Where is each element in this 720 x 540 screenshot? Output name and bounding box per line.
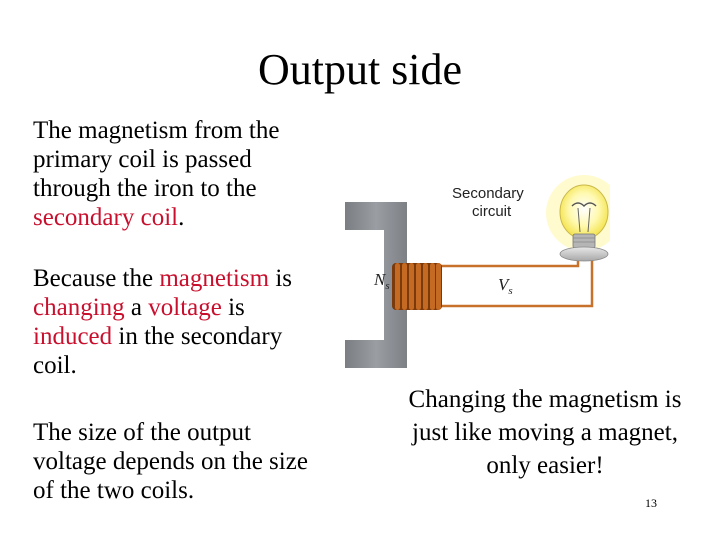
p1-highlight-secondary-coil: secondary coil xyxy=(33,204,179,231)
p2-text-2: is xyxy=(269,265,292,292)
p2-highlight-changing: changing xyxy=(33,294,125,321)
secondary-voltage-label: Vs xyxy=(498,275,513,297)
p2-highlight-voltage: voltage xyxy=(148,294,222,321)
paragraph-induced-voltage: Because the magnetism is changing a volt… xyxy=(33,264,323,380)
circuit-label-line2: circuit xyxy=(472,203,512,220)
secondary-coil xyxy=(392,263,442,310)
circuit-wire-return xyxy=(440,250,594,308)
paragraph-output-size: The size of the output voltage depends o… xyxy=(33,419,308,504)
p2-highlight-magnetism: magnetism xyxy=(159,265,270,292)
p1-period: . xyxy=(178,204,185,231)
light-bulb-icon xyxy=(546,175,610,262)
caption-easier: Changing the magnetism is just like movi… xyxy=(408,386,682,479)
p2-text-5: in the secondary coil. xyxy=(33,323,283,379)
p2-text-1: Because the xyxy=(33,265,160,292)
coil-turns-label: Ns xyxy=(373,270,390,292)
paragraph-primary-to-secondary: The magnetism from the primary coil is p… xyxy=(33,116,323,232)
slide-number: 13 xyxy=(645,496,657,510)
p2-highlight-induced: induced xyxy=(33,323,113,350)
circuit-wire xyxy=(440,250,580,268)
slide-title: Output side xyxy=(257,45,463,94)
circuit-label-line1: Secondary xyxy=(452,185,524,202)
transformer-secondary-diagram: Secondary circuit Ns Vs xyxy=(345,175,610,368)
p2-text-4: is xyxy=(221,294,245,321)
iron-core xyxy=(345,202,407,368)
p2-text-3: a xyxy=(124,294,149,321)
p1-text: The magnetism from the primary coil is p… xyxy=(33,117,280,202)
